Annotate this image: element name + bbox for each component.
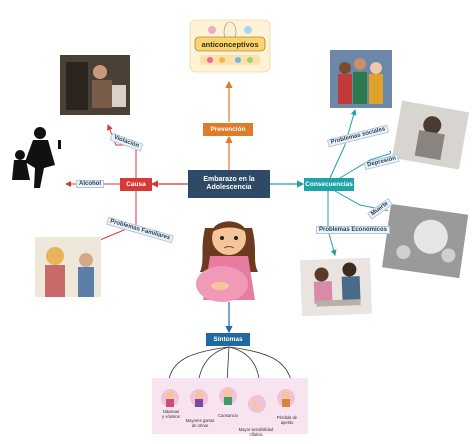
- symptom-orinar-icon: [190, 389, 208, 407]
- logo-text: anticonceptivos: [201, 40, 258, 49]
- familiares-photo: [35, 237, 101, 297]
- arrow-sint-5: [228, 346, 294, 386]
- symptom-label-2: Mayores ganas de orinar: [183, 418, 217, 429]
- arrow-cons-sociales: [329, 109, 357, 179]
- symptom-4-text2: olfativa: [249, 431, 263, 437]
- symptom-1-text1: Náuseas: [162, 409, 180, 414]
- arrow-causa-familiares: [69, 190, 137, 243]
- depresion-photo: [389, 98, 472, 172]
- symptom-nauseas-icon: [161, 389, 179, 407]
- symptom-1-text2: y vómitos: [162, 413, 180, 419]
- symptom-label-4: Mayor sensibilidad olfativa: [234, 427, 278, 438]
- pregnant-girl-illustration: [196, 221, 258, 302]
- symptom-3-text1: Cansancio: [218, 413, 238, 418]
- symptom-label-3: Cansancio: [214, 413, 242, 419]
- sociales-photo: [330, 50, 392, 108]
- symptom-label-5: Pérdida de apetito: [272, 415, 302, 426]
- arrow-cons-economicos: [327, 191, 337, 256]
- node-causa[interactable]: Causa: [120, 178, 152, 191]
- symptom-5-text1: Pérdida de: [276, 415, 298, 420]
- arrow-sint-3: [224, 346, 230, 383]
- symptom-2-text2: de orinar: [191, 422, 209, 428]
- central-topic-line1: Embarazo en la: [203, 175, 255, 183]
- symptom-apetito-icon: [277, 389, 295, 407]
- arrow-sint-1: [165, 346, 230, 386]
- anticonceptivos-logo: anticonceptivos: [189, 19, 271, 73]
- label-problemas-economicos[interactable]: Problemas Económicos: [316, 226, 391, 234]
- node-consecuencias[interactable]: Consecuencias: [304, 178, 354, 191]
- muerte-photo: [379, 201, 471, 281]
- symptom-cansancio-icon: [219, 387, 237, 405]
- central-topic[interactable]: Embarazo en la Adolescencia: [188, 170, 270, 198]
- economicos-photo: [297, 255, 375, 319]
- node-prevencion[interactable]: Prevención: [203, 123, 253, 136]
- label-alcohol[interactable]: Alcohol: [76, 180, 104, 188]
- symptom-5-text2: apetito: [280, 419, 294, 425]
- symptom-4-text1: Mayor sensibilidad: [238, 427, 274, 432]
- symptom-olfativa-icon: [248, 395, 266, 413]
- violacion-photo: [60, 55, 130, 115]
- central-topic-line2: Adolescencia: [206, 184, 252, 191]
- symptoms-panel: [152, 378, 308, 434]
- alcohol-silhouette: [12, 127, 61, 188]
- symptom-label-1: Náuseas y vómitos: [156, 409, 186, 420]
- node-sintomas[interactable]: Síntomas: [206, 333, 250, 346]
- symptom-2-text1: Mayores ganas: [185, 418, 215, 423]
